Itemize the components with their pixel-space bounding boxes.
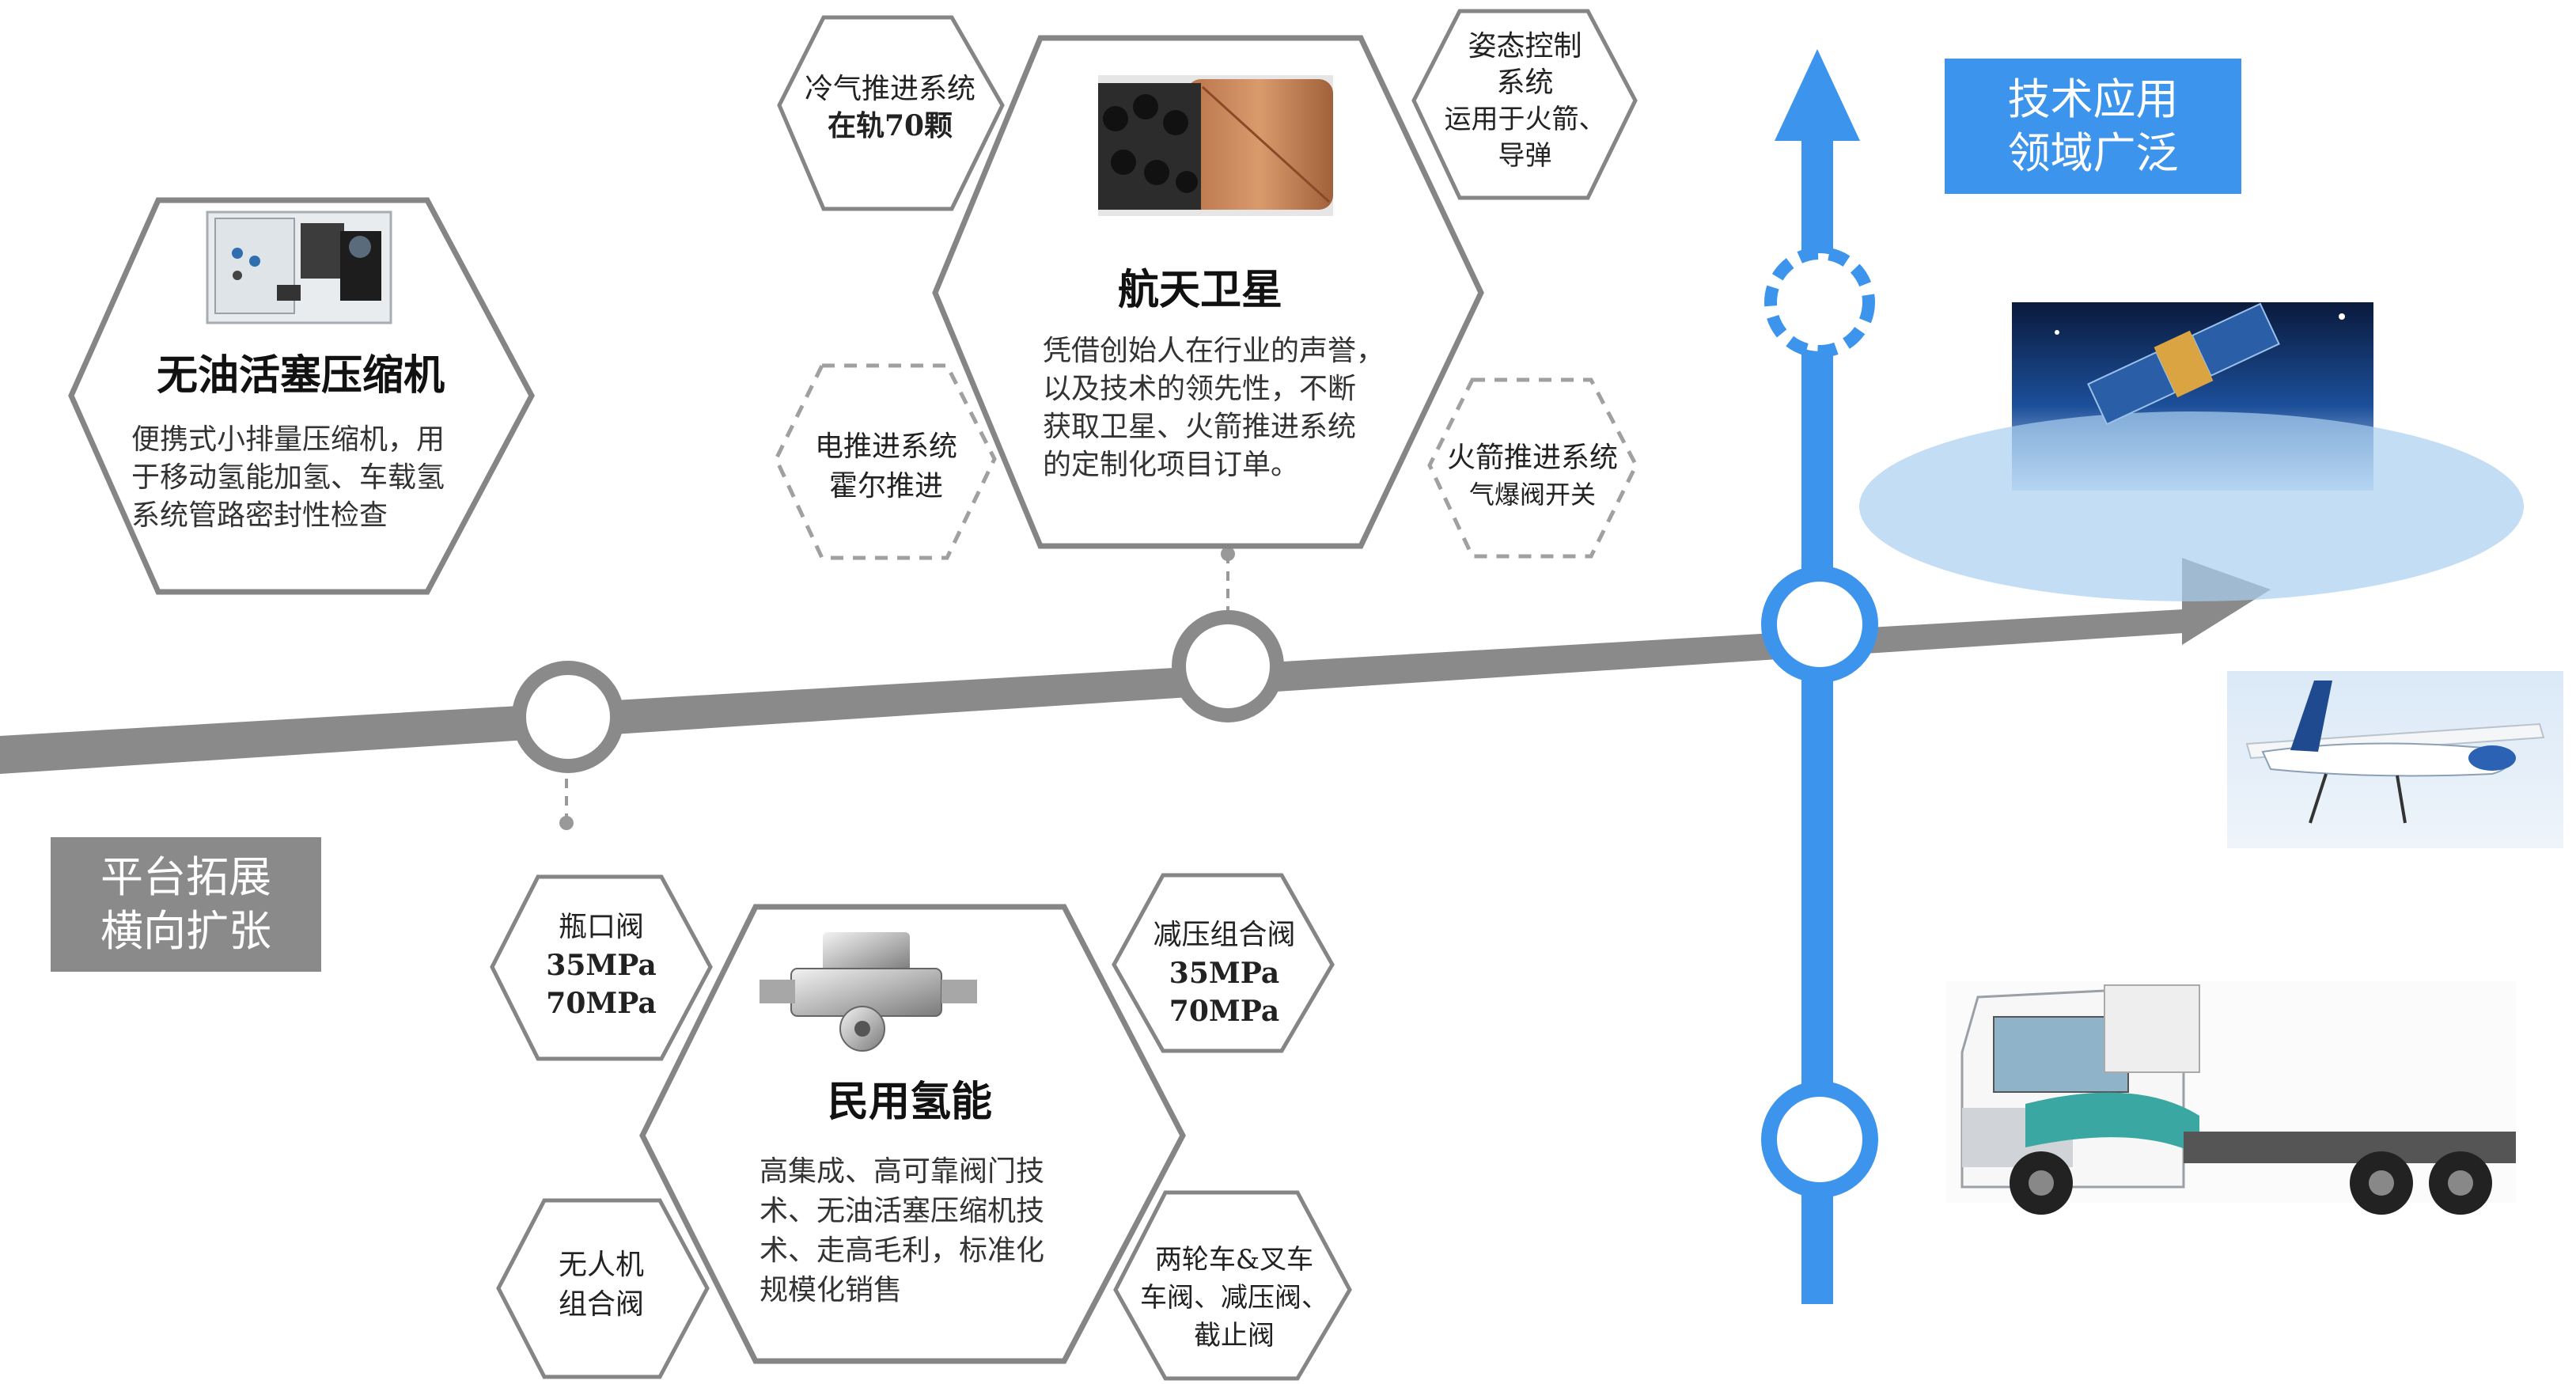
electric-line: 霍尔推进: [828, 470, 943, 502]
connector-dot-aerospace: [1221, 547, 1235, 561]
attitude-line: 姿态控制: [1468, 30, 1582, 63]
two-wheel-line: 车阀、减压阀、: [1140, 1282, 1328, 1314]
cold-gas-line: 在轨70颗: [827, 109, 953, 142]
hydrogen-desc-line: 术、无油活塞压缩机技: [760, 1195, 1045, 1227]
bottle-hexagon: [490, 874, 713, 1061]
compressor-desc-line: 系统管路密封性检查: [131, 499, 388, 532]
timeline-node-2: [1172, 610, 1284, 722]
rocket-line: 气爆阀开关: [1468, 480, 1596, 510]
hydrogen-hexagon: [639, 904, 1186, 1364]
attitude-line: 运用于火箭、: [1444, 104, 1606, 135]
drone-hexagon: [496, 1198, 710, 1379]
cold-gas-text: 冷气推进系统 在轨70颗: [787, 71, 993, 144]
two-wheel-line: 截止阀: [1194, 1320, 1275, 1352]
attitude-line: 导弹: [1498, 140, 1552, 172]
cold-gas-line: 冷气推进系统: [804, 73, 975, 105]
aerospace-desc-line: 获取卫星、火箭推进系统: [1043, 411, 1357, 443]
electric-text: 电推进系统 霍尔推进: [779, 427, 993, 506]
rocket-hexagon: [1427, 377, 1638, 559]
uav-aircraft-image: [2227, 671, 2563, 848]
bottle-line: 瓶口阀: [558, 911, 644, 943]
hydrogen-truck-image: [1946, 981, 2516, 1215]
compressor-desc-line: 便携式小排量压缩机，用: [131, 423, 445, 456]
timeline-label-line1: 平台拓展: [100, 852, 271, 902]
electric-hexagon: [774, 363, 997, 560]
drone-line: 无人机: [558, 1249, 644, 1281]
reducer-line: 35MPa: [1169, 957, 1280, 990]
drone-text: 无人机 组合阀: [514, 1246, 688, 1325]
tech-label-line1: 技术应用: [2007, 74, 2179, 124]
attitude-text: 姿态控制 系统 运用于火箭、 导弹: [1420, 28, 1630, 174]
aerospace-desc-line: 凭借创始人在行业的声誉，: [1043, 335, 1385, 367]
reducer-hexagon: [1112, 873, 1335, 1053]
compressor-desc-line: 于移动氢能加氢、车载氢: [131, 461, 445, 494]
drone-line: 组合阀: [558, 1288, 644, 1321]
axis-node-intersection: [1761, 566, 1878, 683]
satellite-in-orbit-image: [1859, 302, 2524, 601]
compressor-title: 无油活塞压缩机: [156, 352, 445, 400]
two-wheel-line: 两轮车&叉车: [1154, 1244, 1314, 1276]
electric-line: 电推进系统: [814, 430, 957, 463]
tech-label-box: 技术应用 领域广泛: [1945, 59, 2241, 194]
aerospace-desc-line: 以及技术的领先性，不断: [1043, 373, 1357, 405]
connector-dot-hydrogen: [559, 816, 574, 830]
aerospace-desc-line: 的定制化项目订单。: [1043, 449, 1300, 481]
axis-node-bottom: [1761, 1081, 1878, 1198]
hydrogen-desc-line: 术、走高毛利，标准化: [760, 1234, 1045, 1267]
two-wheel-hexagon: [1113, 1190, 1352, 1381]
aerospace-desc: 凭借创始人在行业的声誉， 以及技术的领先性，不断 获取卫星、火箭推进系统 的定制…: [1043, 332, 1422, 484]
rocket-text: 火箭推进系统 气爆阀开关: [1422, 440, 1643, 513]
hydrogen-desc-line: 高集成、高可靠阀门技: [760, 1155, 1045, 1188]
two-wheel-text: 两轮车&叉车 车阀、减压阀、 截止阀: [1123, 1241, 1345, 1355]
compressor-desc: 便携式小排量压缩机，用 于移动氢能加氢、车载氢 系统管路密封性检查: [131, 421, 495, 535]
hydrogen-valve-image: [760, 932, 977, 1052]
aerospace-hexagon: [932, 35, 1484, 549]
cold-gas-hexagon: [777, 15, 1005, 211]
aerospace-title: 航天卫星: [1117, 267, 1282, 314]
attitude-hexagon: [1411, 9, 1638, 200]
hydrogen-desc: 高集成、高可靠阀门技 术、无油活塞压缩机技 术、走高毛利，标准化 规模化销售: [760, 1152, 1108, 1310]
bottle-text: 瓶口阀 35MPa 70MPa: [514, 908, 688, 1022]
reducer-line: 减压组合阀: [1153, 919, 1296, 951]
timeline-label-line2: 横向扩张: [100, 906, 271, 956]
rocket-line: 火箭推进系统: [1446, 442, 1618, 474]
axis-node-dashed: [1764, 247, 1875, 358]
satellite-thruster-image: [1098, 75, 1333, 216]
timeline-node-1: [512, 661, 624, 773]
timeline-label-box: 平台拓展 横向扩张: [51, 837, 321, 972]
reducer-text: 减压组合阀 35MPa 70MPa: [1127, 916, 1321, 1030]
compressor-machine-image: [206, 210, 392, 324]
bottle-line: 35MPa: [546, 949, 657, 982]
bottle-line: 70MPa: [546, 987, 657, 1020]
compressor-hexagon: [68, 197, 535, 595]
tech-label-line2: 领域广泛: [2007, 127, 2179, 178]
hydrogen-title: 民用氢能: [827, 1079, 992, 1126]
attitude-line: 系统: [1496, 66, 1554, 99]
reducer-line: 70MPa: [1169, 995, 1280, 1028]
hydrogen-desc-line: 规模化销售: [760, 1274, 903, 1306]
